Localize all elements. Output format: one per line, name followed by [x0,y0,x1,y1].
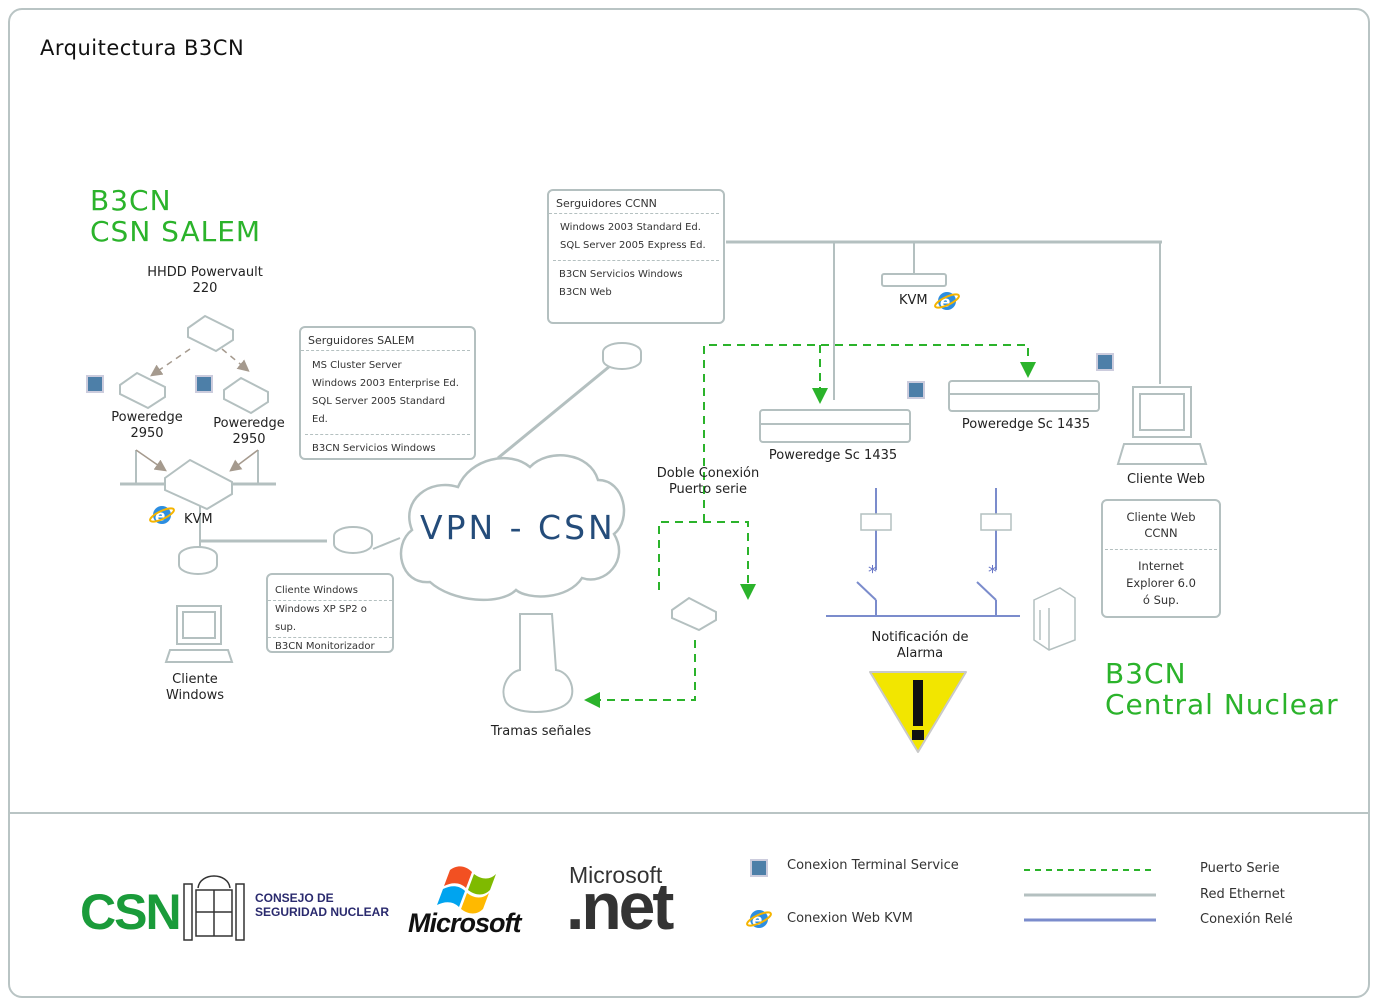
site-central-line1: B3CN [1105,657,1187,690]
cliente-windows-line2: Windows [165,688,225,703]
legend-red-ethernet: Red Ethernet [1200,887,1285,902]
cliente-web-box-line: Cliente Web [1126,510,1196,524]
serial-lines [584,344,1036,708]
monitor-icons [164,386,1208,663]
servidores-salem-item: SQL Server 2005 Standard Ed. [312,396,446,425]
poweredge-left-line2: 2950 [130,426,164,441]
legend-conexion-rele: Conexión Relé [1200,912,1293,927]
poweredge-left-label: Poweredge 2950 [102,410,192,442]
microsoft-flag-icon [437,866,496,914]
servidores-salem-box: Serguidores SALEM MS Cluster Server Wind… [299,326,476,460]
csn-sub2: SEGURIDAD NUCLEAR [255,905,390,919]
vpn-label: VPN - CSN [420,508,616,547]
servidores-salem-item: Windows 2003 Enterprise Ed. [312,378,459,389]
poweredge-left-line1: Poweredge [111,410,183,425]
rele-lines [826,488,1020,617]
servidores-salem-item: MS Cluster Server [312,360,402,371]
legend-puerto-serie: Puerto Serie [1200,861,1280,876]
kvm-top-label: KVM [899,293,928,308]
storage-line1: HHDD Powervault [147,265,263,280]
site-central-line2: Central Nuclear [1105,688,1339,721]
doble-conexion-line1: Doble Conexión [656,466,760,481]
cliente-web-box-line: ó Sup. [1142,593,1180,607]
servidores-ccnn-box: Serguidores CCNN Windows 2003 Standard E… [547,189,725,324]
legend-terminal-service: Conexion Terminal Service [787,858,959,873]
footer-divider [8,812,1370,814]
cliente-web-box-line: CCNN [1144,526,1178,540]
cliente-web-box-line: Internet [1138,559,1184,573]
cloud-icon [399,454,626,602]
ms-net-top: Microsoft [569,862,663,888]
poweredge-right-line1: Poweredge [213,416,285,431]
csn-logo: CSN [80,884,182,940]
servidores-salem-header: Serguidores SALEM [301,328,470,351]
svg-text:e: e [752,911,762,929]
site-central-title: B3CN Central Nuclear [1105,658,1339,720]
servidores-ccnn-header: Serguidores CCNN [549,191,719,214]
svg-text:*: * [868,562,877,583]
router-icons [178,342,642,575]
doble-conexion-label: Doble Conexión Puerto serie [648,466,768,498]
legend-web-kvm: Conexion Web KVM [787,911,913,926]
ms-net-logo: .net [566,869,674,943]
storage-label: HHDD Powervault 220 [140,265,270,297]
page-title: Arquitectura B3CN [40,36,245,60]
cliente-web-box: Cliente Web CCNN Internet Explorer 6.0 ó… [1101,499,1221,618]
csn-subtitle: CONSEJO DE SEGURIDAD NUCLEAR [255,891,389,919]
alarma-label: Notificación de Alarma [855,630,985,662]
kvm-left-label: KVM [184,512,213,527]
csn-sub1: CONSEJO DE [255,891,334,905]
servidores-ccnn-item: B3CN Servicios Windows [559,269,683,280]
warning-icon [869,671,967,753]
site-salem-line2: CSN SALEM [90,215,262,248]
servidores-salem-item: B3CN Servicios Windows [312,443,436,454]
csn-seal-icon [183,875,245,941]
svg-text:e: e [155,507,165,525]
doble-conexion-line2: Puerto serie [668,482,748,497]
ie-icon: e e e [149,292,960,929]
servidores-ccnn-item: Windows 2003 Standard Ed. [560,222,701,233]
servidores-ccnn-item: SQL Server 2005 Express Ed. [560,240,706,251]
site-salem-line1: B3CN [90,184,172,217]
site-salem-title: B3CN CSN SALEM [90,185,261,247]
microsoft-logo: Microsoft [408,908,521,938]
cliente-windows-box: Cliente Windows Windows XP SP2 o sup. B3… [266,573,394,653]
poweredge-right-label: Poweredge 2950 [204,416,294,448]
cliente-windows-box-item: Cliente Windows [268,582,392,601]
server-icons [119,273,1100,632]
poweredge-right-line2: 2950 [232,432,266,447]
cliente-web-box-line: Explorer 6.0 [1126,576,1196,590]
cliente-windows-box-item: Windows XP SP2 o sup. [268,601,392,638]
storage-line2: 220 [192,281,218,296]
alarma-line2: Alarma [896,646,944,661]
servidores-ccnn-item: B3CN Web [559,287,612,298]
svg-text:e: e [940,293,950,311]
cliente-windows-line1: Cliente [172,672,218,687]
sc1435-left-label: Poweredge Sc 1435 [768,448,898,463]
cliente-web-label: Cliente Web [1126,472,1206,487]
cliente-windows-box-item: B3CN Monitorizador [275,641,375,652]
tramas-label: Tramas señales [490,724,592,739]
sc1435-right-label: Poweredge Sc 1435 [961,417,1091,432]
cliente-windows-label: Cliente Windows [150,672,240,704]
alarma-line1: Notificación de [871,630,969,645]
terminal-service-icon [86,353,1114,877]
svg-text:*: * [988,562,997,583]
